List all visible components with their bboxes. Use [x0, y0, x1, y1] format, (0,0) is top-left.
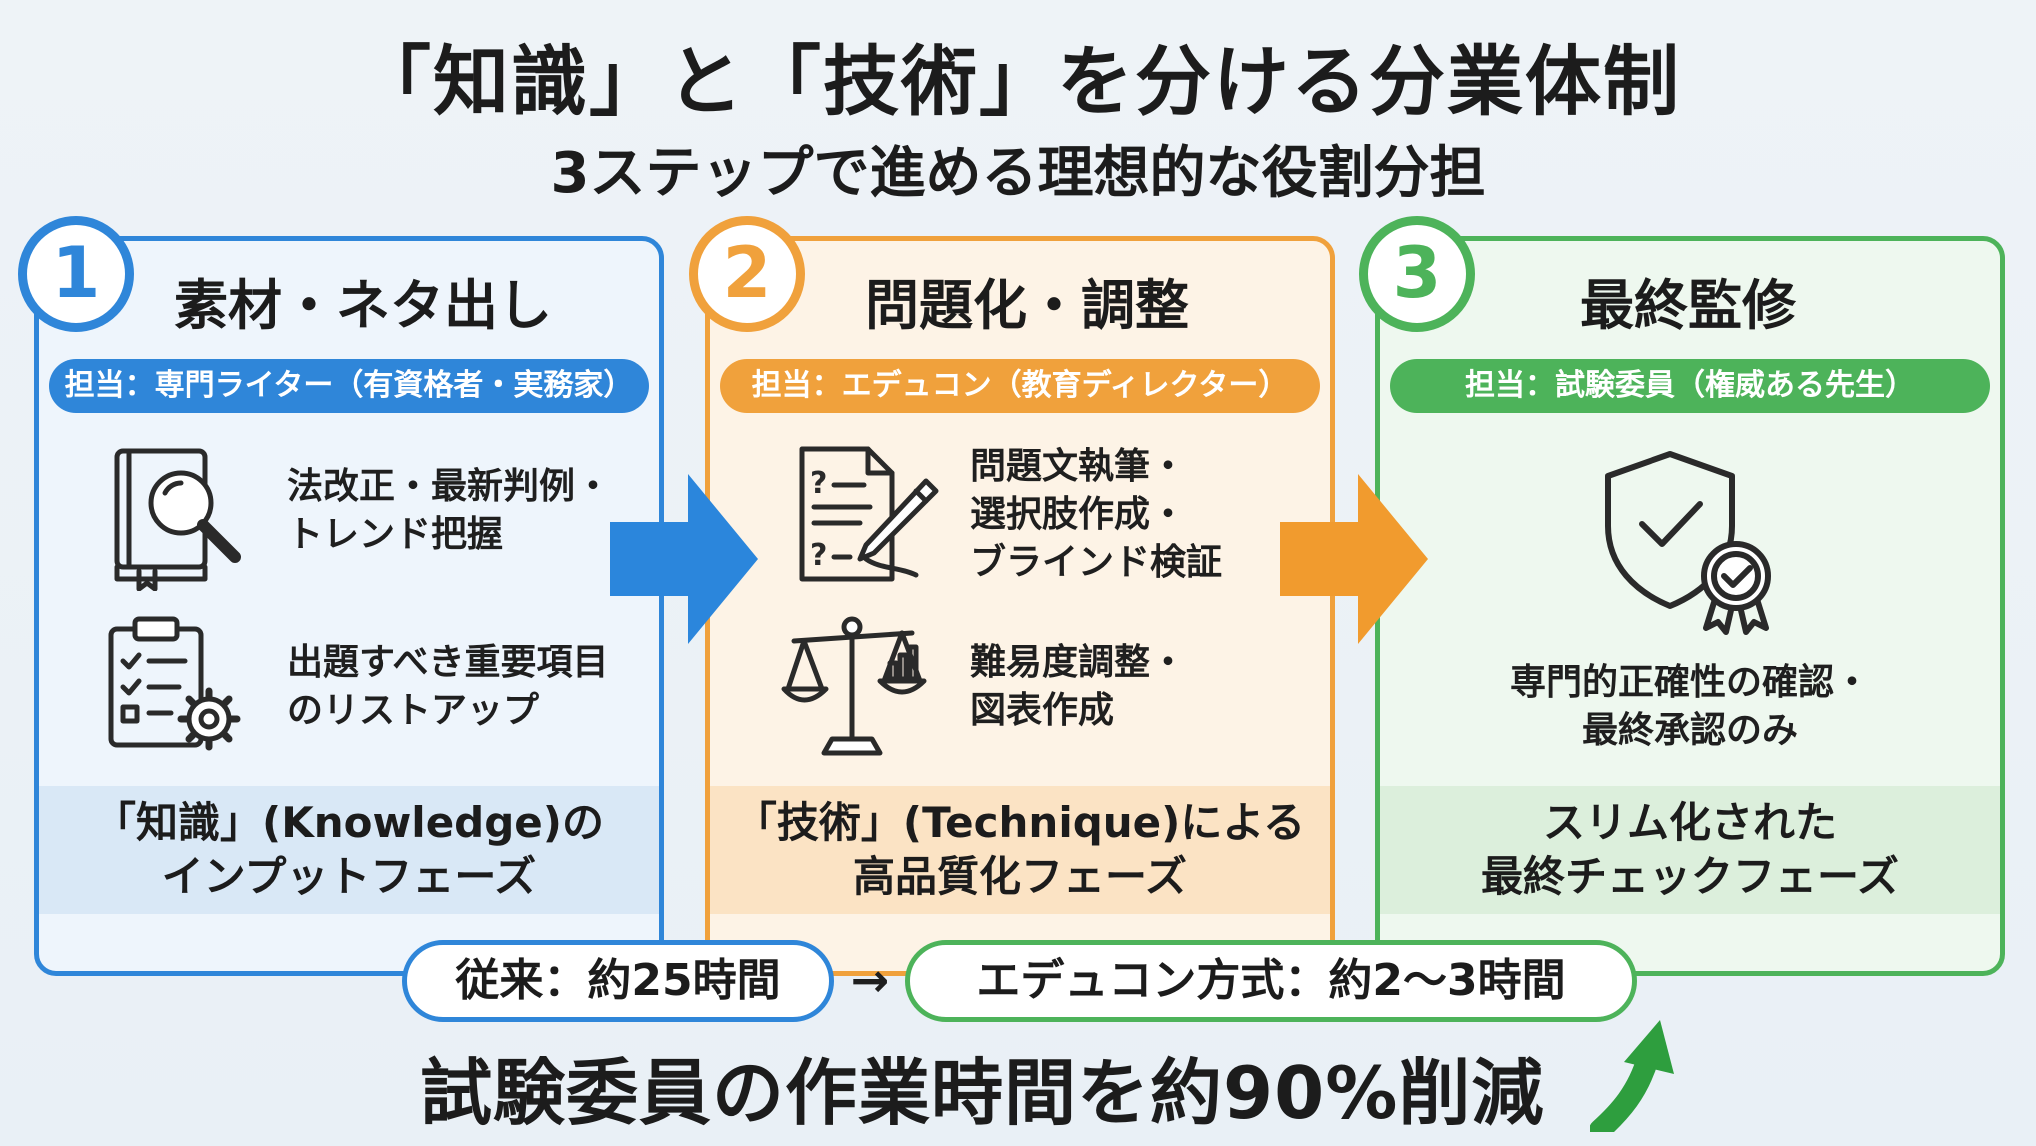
- time-comparison-arrow: →: [850, 953, 890, 1007]
- step-3-item-1-text: 専門的正確性の確認・ 最終承認のみ: [1380, 659, 2000, 755]
- balance-scale-chart-icon: [780, 611, 940, 761]
- step-2-item-2-text: 難易度調整・ 図表作成: [970, 639, 1186, 735]
- step-1-item-1-label: 法改正・最新判例・ トレンド把握: [287, 466, 612, 555]
- step-2-number-badge: 2: [689, 216, 805, 332]
- step-3-item-1-label: 専門的正確性の確認・ 最終承認のみ: [1509, 662, 1870, 751]
- time-before-box: 従来：約25時間: [402, 940, 834, 1022]
- document-pen-icon: ? ?: [790, 441, 940, 591]
- step-2-title: 問題化・調整: [865, 274, 1189, 337]
- shield-check-badge-icon: [1600, 446, 1790, 636]
- step-2-item-2-label: 難易度調整・ 図表作成: [970, 642, 1187, 731]
- conclusion-text: 試験委員の作業時間を約90%削減: [420, 1051, 1545, 1135]
- step-3-phase-band: スリム化された 最終チェックフェーズ: [1380, 786, 2000, 914]
- growth-arrow-icon: [1589, 1012, 1690, 1141]
- step-card-3: 最終監修 担当：試験委員（権威ある先生） 専門的正確性の確認・ 最終承認のみ ス…: [1375, 236, 2005, 976]
- step-2-item-1-label: 問題文執筆・ 選択肢作成・ ブラインド検証: [970, 446, 1223, 583]
- step-1-item-2-label: 出題すべき重要項目 のリストアップ: [287, 642, 609, 731]
- book-magnifier-icon: [99, 441, 249, 591]
- flow-arrow-2-icon: [1280, 474, 1430, 648]
- step-3-phase-line-2: 最終チェックフェーズ: [1481, 852, 1899, 901]
- step-3-number-badge: 3: [1359, 216, 1475, 332]
- time-after-box: エデュコン方式：約2〜3時間: [905, 940, 1637, 1022]
- page-subtitle: 3ステップで進める理想的な役割分担: [550, 141, 1486, 206]
- svg-text:?: ?: [810, 466, 827, 501]
- step-2-phase-line-2: 高品質化フェーズ: [853, 852, 1187, 901]
- checklist-gear-icon: [99, 611, 249, 761]
- step-1-phase-band: 「知識」(Knowledge)の インプットフェーズ: [39, 786, 659, 914]
- step-1-number-badge: 1: [18, 216, 134, 332]
- step-1-owner-pill: 担当：専門ライター（有資格者・実務家）: [49, 359, 649, 413]
- step-2-phase-band: 「技術」(Technique)による 高品質化フェーズ: [710, 786, 1330, 914]
- step-card-1: 素材・ネタ出し 担当：専門ライター（有資格者・実務家） 法改正・最新判例・ トレ…: [34, 236, 664, 976]
- flow-arrow-1-icon: [610, 474, 760, 648]
- svg-text:?: ?: [810, 538, 827, 573]
- step-card-2: 問題化・調整 担当：エデュコン（教育ディレクター） ? ? 問題文執筆・ 選択肢…: [705, 236, 1335, 976]
- step-3-title: 最終監修: [1580, 274, 1796, 337]
- step-3-owner-pill: 担当：試験委員（権威ある先生）: [1390, 359, 1990, 413]
- step-1-item-1-text: 法改正・最新判例・ トレンド把握: [287, 463, 611, 559]
- step-1-title: 素材・ネタ出し: [174, 274, 552, 337]
- step-2-item-1-text: 問題文執筆・ 選択肢作成・ ブラインド検証: [970, 443, 1222, 587]
- step-3-phase-line-1: スリム化された: [1542, 798, 1837, 847]
- step-1-phase-line-1: 「知識」(Knowledge)の: [94, 798, 604, 847]
- page-title: 「知識」と「技術」を分ける分業体制: [355, 37, 1681, 126]
- step-2-owner-pill: 担当：エデュコン（教育ディレクター）: [720, 359, 1320, 413]
- step-2-phase-line-1: 「技術」(Technique)による: [734, 798, 1306, 847]
- step-1-item-2-text: 出題すべき重要項目 のリストアップ: [287, 639, 608, 735]
- step-1-phase-line-2: インプットフェーズ: [161, 852, 537, 901]
